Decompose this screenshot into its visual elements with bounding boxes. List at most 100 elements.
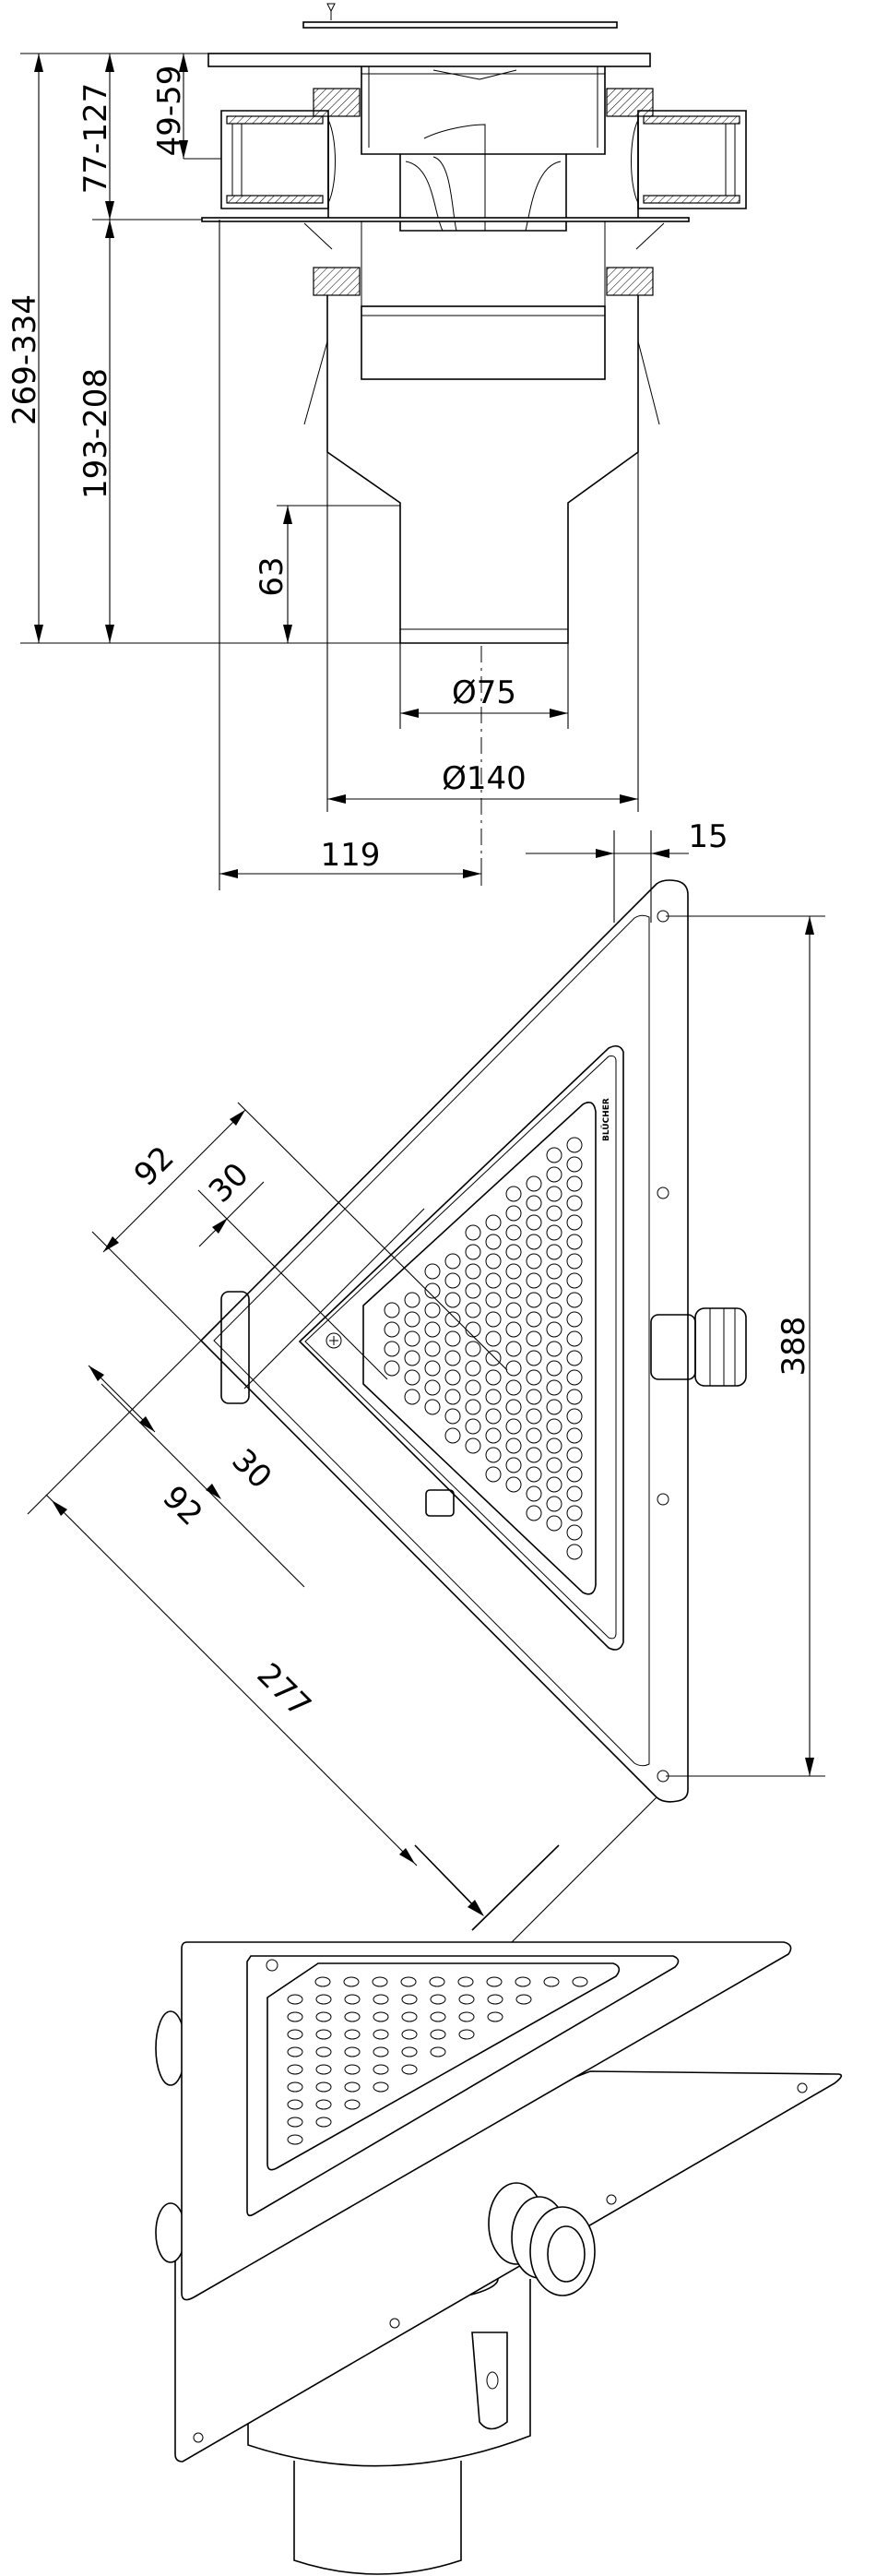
grate-hole bbox=[344, 2099, 361, 2110]
grate-hole bbox=[566, 1447, 583, 1463]
grate-hole bbox=[566, 1389, 583, 1405]
grate-hole bbox=[546, 1263, 562, 1280]
grate-frame bbox=[298, 1044, 624, 1651]
grate-hole bbox=[546, 1437, 562, 1454]
plan-view: BLÜCHER 388 92 30 30 92 277 bbox=[27, 879, 825, 2021]
grate-hole bbox=[505, 1224, 522, 1241]
grate-hole bbox=[543, 1976, 560, 1987]
grate-hole bbox=[404, 1350, 420, 1366]
grate-hole bbox=[546, 1418, 562, 1435]
grate-hole bbox=[566, 1369, 583, 1386]
grate-hole bbox=[546, 1341, 562, 1357]
grate-hole bbox=[424, 1341, 441, 1357]
dim-upper-height: 77-127 bbox=[77, 83, 114, 194]
dim-upper-92: 92 bbox=[127, 1139, 182, 1194]
grate-hole bbox=[526, 1214, 542, 1231]
grate-hole bbox=[485, 1234, 502, 1250]
grate-hole bbox=[505, 1205, 522, 1222]
grate-hole bbox=[404, 1389, 420, 1405]
grate-hole bbox=[287, 2046, 303, 2057]
grate-hole bbox=[485, 1292, 502, 1308]
grate-screw-icon bbox=[326, 1332, 342, 1349]
grate-hole bbox=[315, 2046, 332, 2057]
left-outlet-plan bbox=[220, 1291, 250, 1404]
grate-hole bbox=[315, 2099, 332, 2110]
grate-hole bbox=[401, 2011, 418, 2022]
grate-hole bbox=[444, 1330, 461, 1347]
grate-hole bbox=[505, 1476, 522, 1493]
side-section-view: 269-334 77-127 193-208 49-59 63 Ø75 Ø140… bbox=[6, 3, 747, 923]
grate-hole bbox=[546, 1186, 562, 1202]
grate-hole bbox=[546, 1515, 562, 1532]
grate-hole bbox=[566, 1175, 583, 1192]
grate-hole bbox=[424, 1302, 441, 1318]
dim-offset: 119 bbox=[321, 837, 381, 874]
grate-hole bbox=[526, 1466, 542, 1483]
grate-hole bbox=[401, 1994, 418, 2005]
grate-hole bbox=[465, 1379, 481, 1396]
grate-hole bbox=[424, 1282, 441, 1299]
grate-hole bbox=[444, 1369, 461, 1386]
grate-hole bbox=[566, 1137, 583, 1153]
grate-hole bbox=[566, 1505, 583, 1521]
side-dimensions: 269-334 77-127 193-208 49-59 63 Ø75 Ø140… bbox=[6, 53, 728, 923]
dim-spigot-length: 63 bbox=[254, 556, 290, 596]
grate-hole bbox=[505, 1341, 522, 1357]
grate-hole bbox=[566, 1195, 583, 1211]
lower-seal-left bbox=[313, 267, 361, 296]
grate-hole bbox=[344, 2064, 361, 2075]
grate-hole bbox=[424, 1360, 441, 1377]
grate-hole bbox=[287, 1994, 303, 2005]
grate-hole bbox=[566, 1253, 583, 1270]
grate-hole bbox=[457, 1976, 474, 1987]
grate-hole bbox=[372, 1976, 388, 1987]
grate-hole bbox=[465, 1282, 481, 1299]
inner-insert bbox=[361, 305, 606, 380]
grate-hole bbox=[566, 1214, 583, 1231]
grate-hole bbox=[566, 1156, 583, 1173]
dim-spigot-diameter: Ø75 bbox=[452, 674, 516, 711]
grate-hole bbox=[444, 1389, 461, 1405]
grate-hole bbox=[485, 1330, 502, 1347]
grate-hole bbox=[287, 2029, 303, 2040]
grate-hole bbox=[485, 1389, 502, 1405]
grate-hole bbox=[566, 1350, 583, 1366]
grate-hole bbox=[566, 1427, 583, 1444]
dim-lower-30: 30 bbox=[224, 1442, 278, 1497]
grate-hole bbox=[465, 1437, 481, 1454]
grate-hole bbox=[404, 1311, 420, 1328]
grate-hole bbox=[526, 1427, 542, 1444]
grate-hole bbox=[505, 1244, 522, 1260]
grate-hole bbox=[401, 2046, 418, 2057]
grate-hole bbox=[546, 1321, 562, 1338]
grate-hole bbox=[486, 1976, 503, 1987]
grate-hole bbox=[465, 1224, 481, 1241]
grate bbox=[362, 1102, 597, 1595]
grate-hole bbox=[315, 2029, 332, 2040]
grate-hole bbox=[287, 2011, 303, 2022]
grate-hole bbox=[505, 1282, 522, 1299]
grate-hole bbox=[526, 1350, 542, 1366]
grate-hole bbox=[526, 1292, 542, 1308]
trap-insert bbox=[399, 124, 567, 232]
grate-hole bbox=[526, 1505, 542, 1521]
mid-flange bbox=[201, 217, 690, 222]
grate-hole bbox=[566, 1524, 583, 1541]
grate-hole bbox=[343, 1976, 360, 1987]
grate-part bbox=[302, 3, 618, 29]
iso-spigot bbox=[293, 2461, 462, 2575]
grate-hole bbox=[444, 1427, 461, 1444]
grate-hole bbox=[546, 1147, 562, 1163]
grate-hole bbox=[485, 1311, 502, 1328]
grate-hole bbox=[526, 1330, 542, 1347]
grate-hole bbox=[505, 1437, 522, 1454]
grate-hole bbox=[401, 2029, 418, 2040]
grate-hole bbox=[344, 1994, 361, 2005]
grate-hole bbox=[485, 1350, 502, 1366]
grate-hole bbox=[458, 2011, 475, 2022]
top-flange bbox=[207, 53, 651, 67]
iso-screw-icon bbox=[266, 1959, 278, 1972]
grate-hole bbox=[424, 1379, 441, 1396]
iso-grate-frame bbox=[246, 1955, 680, 2217]
